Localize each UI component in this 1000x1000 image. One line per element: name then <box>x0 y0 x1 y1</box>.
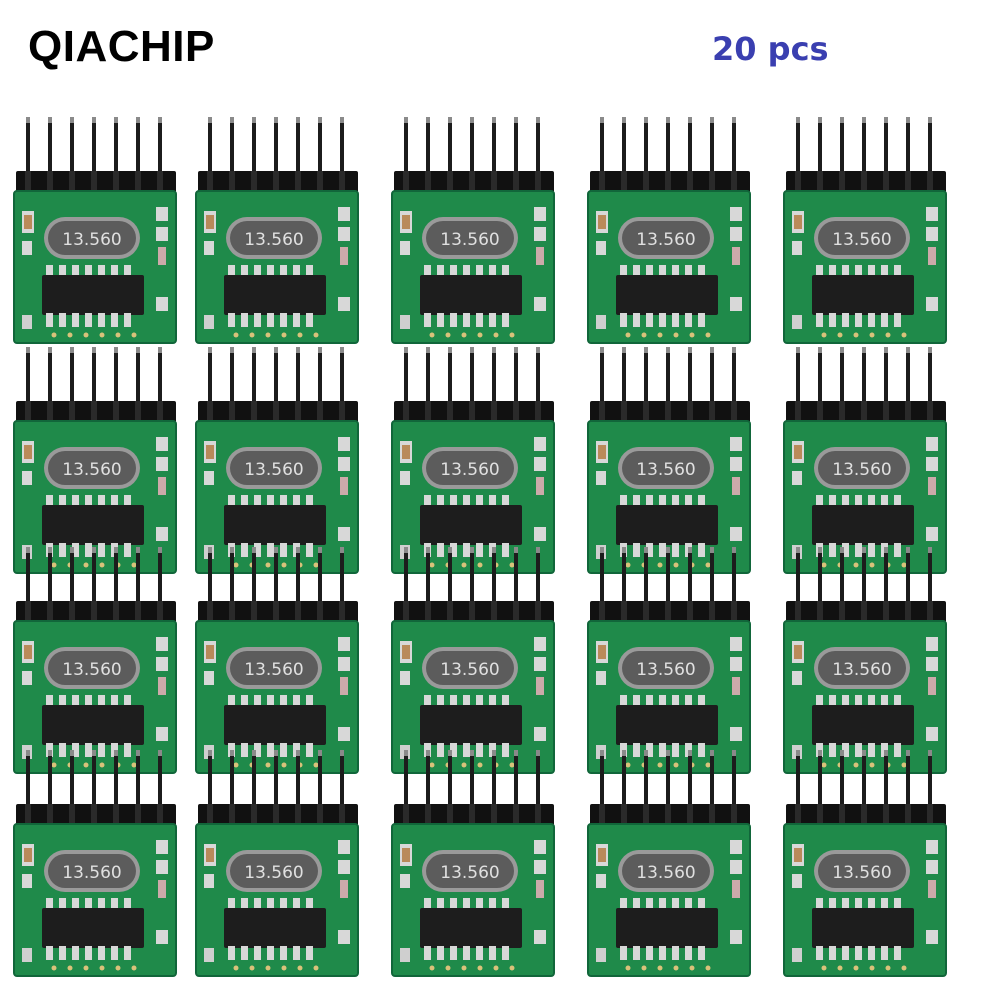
svg-text:13.560: 13.560 <box>636 230 695 250</box>
svg-text:13.560: 13.560 <box>832 863 891 883</box>
rf-module: 13.560 <box>388 545 558 775</box>
rf-module: 13.560 <box>388 115 558 345</box>
rf-module: 13.560 <box>192 545 362 775</box>
rf-module: 13.560 <box>10 345 180 575</box>
rf-module: 13.560 <box>584 115 754 345</box>
svg-text:13.560: 13.560 <box>244 460 303 480</box>
rf-module: 13.560 <box>10 115 180 345</box>
rf-module: 13.560 <box>780 115 950 345</box>
svg-text:13.560: 13.560 <box>440 230 499 250</box>
svg-text:13.560: 13.560 <box>440 660 499 680</box>
rf-module: 13.560 <box>780 748 950 978</box>
svg-text:13.560: 13.560 <box>244 863 303 883</box>
svg-text:13.560: 13.560 <box>636 660 695 680</box>
rf-module: 13.560 <box>192 748 362 978</box>
svg-text:13.560: 13.560 <box>62 863 121 883</box>
svg-text:13.560: 13.560 <box>62 230 121 250</box>
rf-module: 13.560 <box>584 545 754 775</box>
rf-module: 13.560 <box>780 545 950 775</box>
svg-text:13.560: 13.560 <box>636 460 695 480</box>
brand-title: QIACHIP <box>28 22 215 71</box>
rf-module: 13.560 <box>192 115 362 345</box>
svg-text:13.560: 13.560 <box>832 230 891 250</box>
rf-module: 13.560 <box>780 345 950 575</box>
rf-module: 13.560 <box>10 545 180 775</box>
rf-module: 13.560 <box>584 345 754 575</box>
svg-text:13.560: 13.560 <box>636 863 695 883</box>
rf-module: 13.560 <box>10 748 180 978</box>
rf-module: 13.560 <box>192 345 362 575</box>
svg-text:13.560: 13.560 <box>440 863 499 883</box>
rf-module: 13.560 <box>584 748 754 978</box>
svg-text:13.560: 13.560 <box>832 660 891 680</box>
svg-text:13.560: 13.560 <box>244 660 303 680</box>
svg-text:13.560: 13.560 <box>440 460 499 480</box>
svg-text:13.560: 13.560 <box>244 230 303 250</box>
quantity-label: 20 pcs <box>712 30 829 68</box>
rf-module: 13.560 <box>388 345 558 575</box>
svg-text:13.560: 13.560 <box>832 460 891 480</box>
svg-text:13.560: 13.560 <box>62 660 121 680</box>
svg-text:13.560: 13.560 <box>62 460 121 480</box>
rf-module: 13.560 <box>388 748 558 978</box>
